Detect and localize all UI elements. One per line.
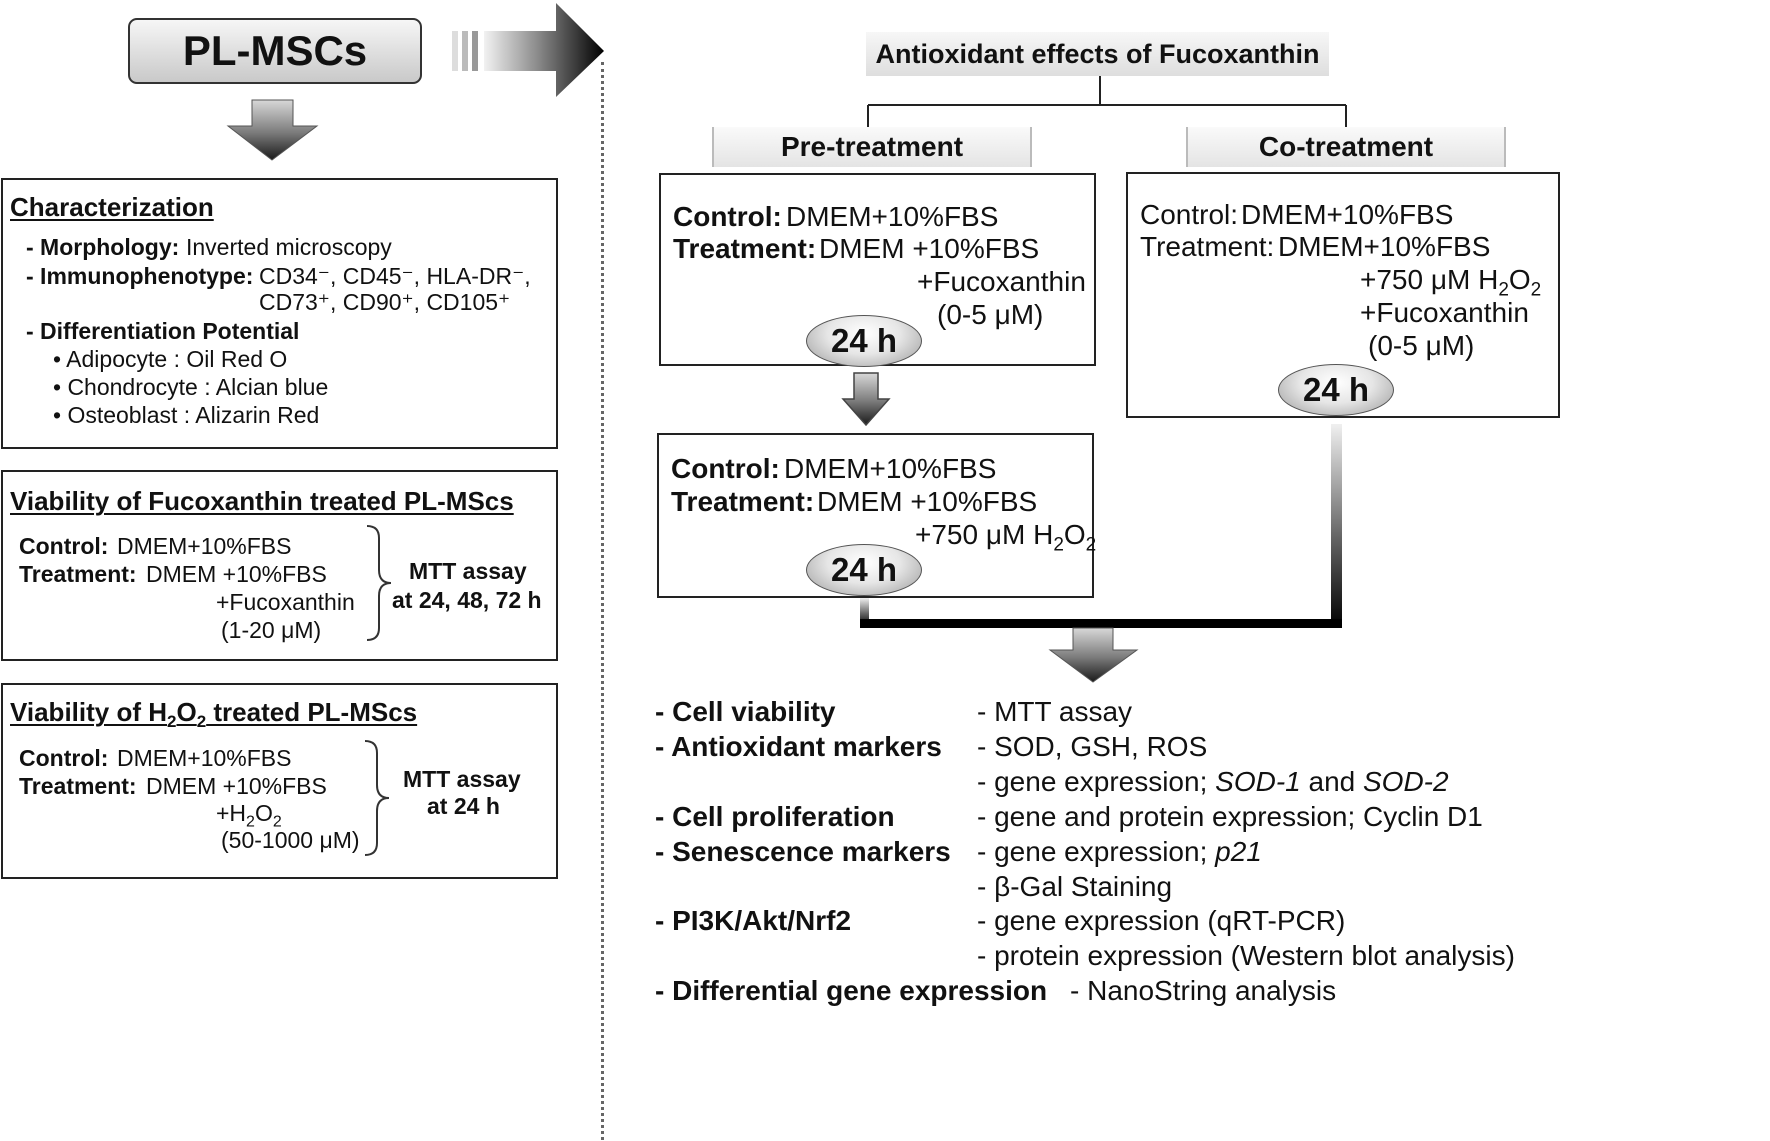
mtt-assay-time: at 24 h bbox=[427, 793, 500, 819]
curly-brace-icon bbox=[364, 740, 390, 856]
treatment-label: Treatment: bbox=[673, 233, 817, 264]
control-value: DMEM+10%FBS bbox=[117, 745, 292, 771]
control-value: DMEM+10%FBS bbox=[784, 453, 997, 484]
mtt-assay-label: MTT assay bbox=[403, 766, 521, 792]
differentiation-item: • Adipocyte : Oil Red O bbox=[53, 346, 288, 372]
characterization-title: Characterization bbox=[10, 192, 214, 222]
down-arrow-icon bbox=[226, 99, 319, 161]
time-badge-24h: 24 h bbox=[806, 315, 922, 367]
treatment-value: DMEM +10%FBS bbox=[146, 773, 327, 799]
treatment-line3: (0-5 μM) bbox=[937, 299, 1044, 330]
differentiation-item: • Chondrocyte : Alcian blue bbox=[53, 374, 329, 400]
result-value: - gene and protein expression; Cyclin D1 bbox=[977, 801, 1483, 832]
treatment-value: DMEM +10%FBS bbox=[819, 233, 1040, 264]
result-value: - β-Gal Staining bbox=[977, 871, 1173, 902]
morphology-label: - Morphology: bbox=[26, 234, 180, 260]
treatment-line2: +Fucoxanthin bbox=[216, 589, 355, 615]
result-label: - Cell proliferation bbox=[655, 801, 895, 832]
result-value: - protein expression (Western blot analy… bbox=[977, 940, 1515, 971]
treatment-value: DMEM +10%FBS bbox=[146, 561, 327, 587]
tree-connector bbox=[867, 76, 1347, 128]
treatment-value: DMEM+10%FBS bbox=[1278, 231, 1491, 262]
right-arrow-icon bbox=[452, 3, 604, 97]
treatment-line3: +Fucoxanthin bbox=[1360, 297, 1529, 328]
mtt-assay-time: at 24, 48, 72 h bbox=[392, 587, 542, 613]
treatment-label: Treatment: bbox=[19, 561, 137, 587]
treatment-value: DMEM +10%FBS bbox=[817, 486, 1038, 517]
treatment-line3: (50-1000 μM) bbox=[221, 827, 360, 853]
fucoxanthin-viability-title: Viability of Fucoxanthin treated PL-MScs bbox=[10, 486, 514, 516]
treatment-label: Treatment: bbox=[19, 773, 137, 799]
result-value: - gene expression; p21 bbox=[977, 836, 1262, 867]
treatment-label: Treatment: bbox=[671, 486, 815, 517]
down-arrow-icon bbox=[1048, 627, 1139, 683]
cotreatment-header: Co-treatment bbox=[1186, 127, 1506, 167]
mtt-assay-label: MTT assay bbox=[409, 558, 527, 584]
result-label: - Antioxidant markers bbox=[655, 731, 942, 762]
immunophenotype-line2: CD73⁺, CD90⁺, CD105⁺ bbox=[259, 289, 511, 315]
treatment-line2: +H2O2 bbox=[216, 800, 282, 831]
control-label: Control: bbox=[19, 745, 109, 771]
result-value: - SOD, GSH, ROS bbox=[977, 731, 1208, 762]
result-value: - NanoString analysis bbox=[1070, 975, 1337, 1006]
result-value: - gene expression; SOD-1 and SOD-2 bbox=[977, 766, 1449, 797]
cotreatment-box: Control: DMEM+10%FBS Treatment: DMEM+10%… bbox=[1126, 172, 1560, 418]
antioxidant-title: Antioxidant effects of Fucoxanthin bbox=[875, 38, 1320, 69]
result-label: - Differential gene expression bbox=[655, 975, 1048, 1006]
control-label: Control: bbox=[1140, 199, 1239, 230]
h2o2-viability-title: Viability of H2O2 treated PL-MScs bbox=[10, 697, 418, 732]
curly-brace-icon bbox=[366, 525, 392, 641]
merge-connector bbox=[860, 424, 1342, 628]
pl-mscs-title-box: PL-MSCs bbox=[128, 18, 422, 84]
vertical-divider bbox=[601, 62, 604, 1140]
differentiation-item: • Osteoblast : Alizarin Red bbox=[53, 402, 320, 428]
control-value: DMEM+10%FBS bbox=[786, 201, 999, 232]
pretreatment-step2-box: Control: DMEM+10%FBS Treatment: DMEM +10… bbox=[657, 433, 1097, 598]
treatment-line2: +750 μM H2O2 bbox=[1360, 264, 1542, 301]
h2o2-viability-box: Viability of H2O2 treated PL-MScs Contro… bbox=[1, 683, 558, 879]
immunophenotype-label: - Immunophenotype: bbox=[26, 263, 254, 289]
result-label: - Senescence markers bbox=[655, 836, 951, 867]
result-label: - Cell viability bbox=[655, 696, 836, 727]
result-value: - gene expression (qRT-PCR) bbox=[977, 905, 1346, 936]
pretreatment-header: Pre-treatment bbox=[712, 127, 1032, 167]
differentiation-label: - Differentiation Potential bbox=[26, 318, 300, 344]
immunophenotype-line1: CD34⁻, CD45⁻, HLA-DR⁻, bbox=[259, 263, 531, 289]
antioxidant-title-box: Antioxidant effects of Fucoxanthin bbox=[866, 32, 1329, 76]
time-badge-24h: 24 h bbox=[1278, 364, 1394, 416]
morphology-value: Inverted microscopy bbox=[186, 234, 392, 260]
control-value: DMEM+10%FBS bbox=[1241, 199, 1454, 230]
pl-mscs-title: PL-MSCs bbox=[182, 27, 368, 74]
control-label: Control: bbox=[673, 201, 782, 232]
time-badge-24h: 24 h bbox=[806, 544, 922, 596]
characterization-box: Characterization - Morphology: Inverted … bbox=[1, 178, 558, 449]
control-value: DMEM+10%FBS bbox=[117, 533, 292, 559]
treatment-line2: +Fucoxanthin bbox=[917, 266, 1086, 297]
result-label: - PI3K/Akt/Nrf2 bbox=[655, 905, 852, 936]
down-arrow-icon bbox=[841, 372, 891, 427]
treatment-label: Treatment: bbox=[1140, 231, 1275, 262]
treatment-line2: +750 μM H2O2 bbox=[915, 519, 1097, 556]
treatment-line3: (1-20 μM) bbox=[221, 617, 322, 643]
result-value: - MTT assay bbox=[977, 696, 1133, 727]
control-label: Control: bbox=[19, 533, 109, 559]
treatment-line4: (0-5 μM) bbox=[1368, 330, 1475, 361]
fucoxanthin-viability-box: Viability of Fucoxanthin treated PL-MScs… bbox=[1, 470, 558, 661]
control-label: Control: bbox=[671, 453, 780, 484]
